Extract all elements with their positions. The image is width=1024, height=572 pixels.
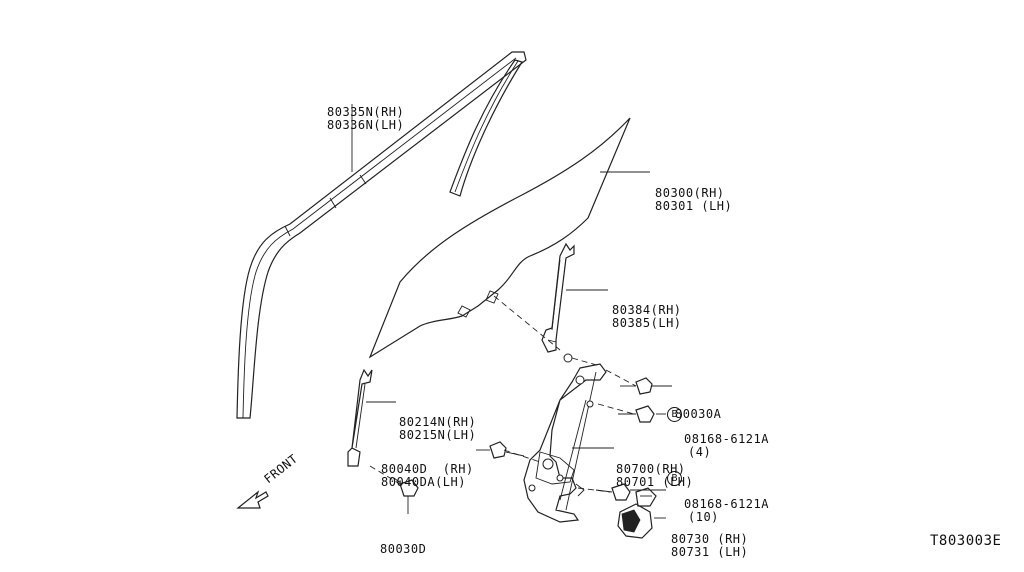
door-glass (368, 117, 631, 359)
label-bolt-80040d: 80040D (RH)80040DA(LH) (381, 462, 474, 489)
bolt-80030a (620, 377, 653, 395)
diagram-code: T803003E (930, 533, 1002, 549)
window-regulator (523, 363, 607, 523)
label-channel-rear: 80384(RH)80385(LH) (612, 303, 682, 330)
front-glass-channel (347, 368, 373, 467)
label-bolt-08168-upper: 08168-6121A(4) (684, 432, 769, 459)
b-circle-icon: B (667, 407, 682, 422)
parts-diagram (236, 51, 672, 539)
front-arrow-icon (236, 490, 269, 509)
label-motor: 80730 (RH)80731 (LH) (671, 532, 749, 559)
label-glass: 80300(RH)80301 (LH) (655, 186, 733, 213)
bolt-08168-upper (618, 405, 655, 423)
label-bolt-80030d: 80030D (380, 542, 427, 556)
door-sash-weatherstrip (236, 51, 527, 419)
b-circle-icon: B (667, 471, 682, 486)
bolt-80040d (489, 441, 525, 459)
label-bolt-08168-lower: 08168-6121A(10) (684, 497, 769, 524)
label-weatherstrip: 80335N(RH)80336N(LH) (327, 105, 405, 132)
label-regulator: 80700(RH)80701 (LH) (616, 462, 694, 489)
rear-glass-channel (541, 242, 575, 363)
label-bolt-80030a: 80030A (675, 407, 722, 421)
label-channel-front: 80214N(RH)80215N(LH) (399, 415, 477, 442)
window-motor (617, 487, 657, 539)
bolt-80030d (393, 477, 419, 497)
